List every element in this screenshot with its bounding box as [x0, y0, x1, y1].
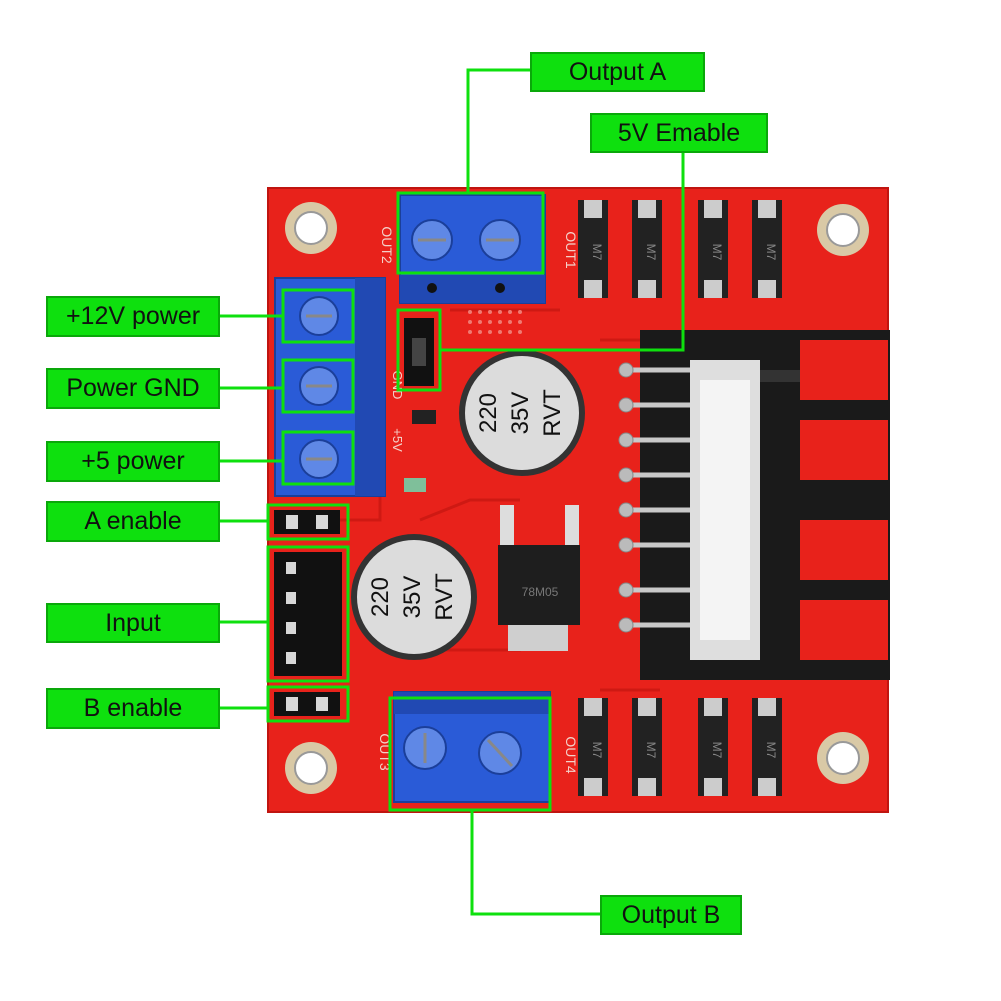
- capacitor-top: [459, 350, 585, 476]
- label-5v-enable: 5V Emable: [590, 113, 768, 153]
- diodes-bottom: [578, 698, 782, 796]
- cap-bottom-line3: RVT: [431, 573, 458, 621]
- diode-code-6: M7: [644, 742, 658, 759]
- diode-code-5: M7: [590, 742, 604, 759]
- silk-out2: OUT2: [379, 226, 395, 264]
- label-output-b: Output B: [600, 895, 742, 935]
- label-power-gnd: Power GND: [46, 368, 220, 409]
- mounting-hole-top-left: [285, 202, 337, 254]
- header-input: [274, 552, 342, 676]
- capacitor-top-text: 220 35V RVT: [475, 389, 566, 437]
- heatsink: [640, 330, 890, 680]
- label-5-power: +5 power: [46, 441, 220, 482]
- mounting-hole-top-right: [817, 204, 869, 256]
- header-a-enable: [274, 510, 340, 534]
- diode-code-7: M7: [710, 742, 724, 759]
- label-b-enable: B enable: [46, 688, 220, 729]
- label-output-a: Output A: [530, 52, 705, 92]
- driver-ic-pins: [628, 367, 690, 628]
- via-grid: [468, 310, 522, 334]
- diode-code-3: M7: [710, 244, 724, 261]
- smd-components: [404, 410, 579, 545]
- mounting-hole-bottom-left: [285, 742, 337, 794]
- cap-top-line3: RVT: [539, 389, 566, 437]
- jumper-5v-enable: [404, 318, 434, 386]
- label-input: Input: [46, 603, 220, 643]
- label-a-enable: A enable: [46, 501, 220, 542]
- diode-code-2: M7: [644, 244, 658, 261]
- diode-code-8: M7: [764, 742, 778, 759]
- diodes-top: [578, 200, 782, 298]
- terminal-block-output-a: [399, 194, 546, 304]
- label-12v-power: +12V power: [46, 296, 220, 337]
- leader-lines: [220, 68, 685, 916]
- voltage-regulator: [498, 545, 580, 651]
- silk-plus5v: +5V: [390, 428, 405, 452]
- cap-bottom-line1: 220: [367, 577, 394, 617]
- terminal-block-power: [274, 277, 386, 497]
- cap-top-line2: 35V: [507, 392, 534, 435]
- cap-bottom-line2: 35V: [399, 576, 426, 619]
- mounting-hole-bottom-right: [817, 732, 869, 784]
- capacitor-bottom-text: 220 35V RVT: [367, 573, 458, 621]
- capacitor-bottom: [351, 534, 477, 660]
- terminal-block-output-b: [393, 691, 551, 803]
- regulator-label: 78M05: [522, 585, 559, 599]
- silk-out1: OUT1: [563, 231, 579, 269]
- header-b-enable: [274, 692, 340, 716]
- diode-code-1: M7: [590, 244, 604, 261]
- silk-out4: OUT4: [563, 736, 579, 774]
- diode-code-4: M7: [764, 244, 778, 261]
- cap-top-line1: 220: [475, 393, 502, 433]
- driver-ic-pin-pads: [618, 362, 634, 633]
